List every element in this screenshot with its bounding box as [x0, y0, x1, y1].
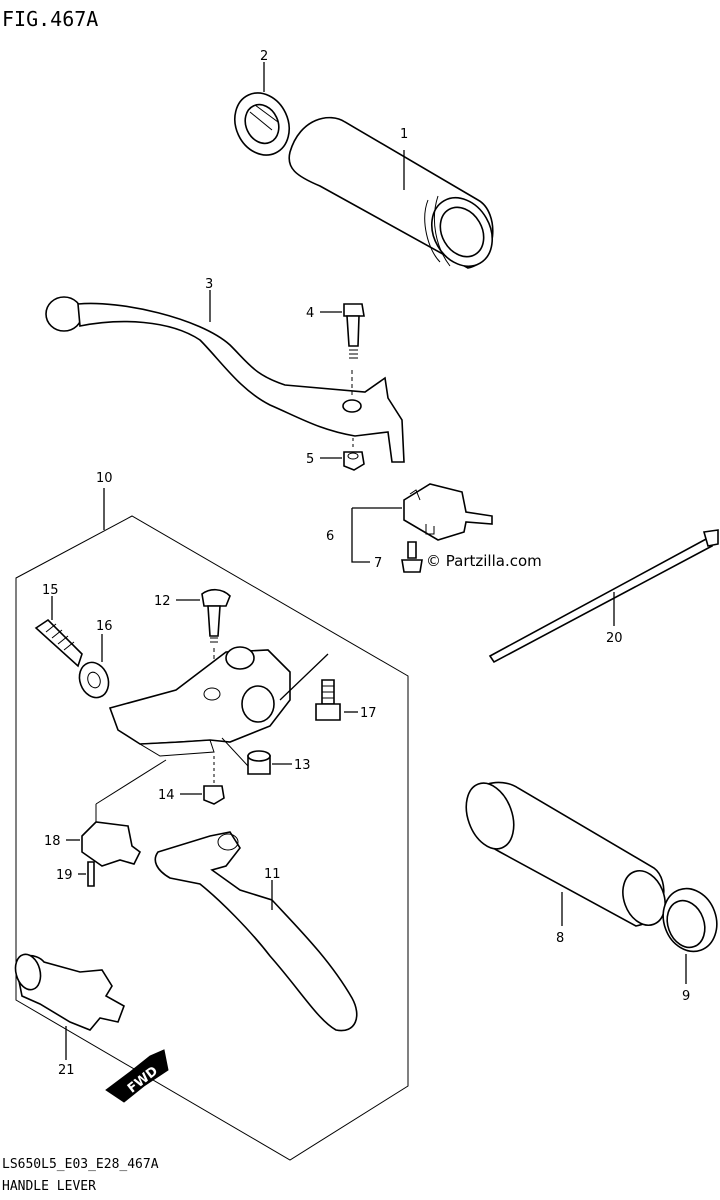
model-code: LS650L5_E03_E28_467A	[2, 1157, 159, 1172]
part-19-screw[interactable]	[87, 861, 95, 887]
callout-17: 17	[360, 706, 377, 721]
callout-19: 19	[56, 868, 73, 883]
callout-3: 3	[205, 277, 213, 292]
part-16-washer[interactable]	[75, 658, 114, 701]
part-12-pivot-bolt[interactable]	[201, 588, 231, 690]
callout-4: 4	[306, 306, 314, 321]
callout-16: 16	[96, 619, 113, 634]
part-11-clutch-lever[interactable]	[154, 831, 358, 1032]
callout-7: 7	[374, 556, 382, 571]
part-20-cable-tie[interactable]	[488, 529, 719, 664]
callout-5: 5	[306, 452, 314, 467]
callout-6: 6	[326, 529, 334, 544]
part-1-handlebar-grip[interactable]	[288, 116, 504, 278]
part-15-adjuster-bolt[interactable]	[34, 618, 83, 668]
callout-2: 2	[260, 49, 268, 64]
callout-1: 1	[400, 127, 408, 142]
part-6-brake-switch[interactable]	[403, 483, 493, 541]
callout-10: 10	[96, 471, 113, 486]
part-9-grip-end[interactable]	[655, 881, 720, 959]
callout-9: 9	[682, 989, 690, 1004]
callout-8: 8	[556, 931, 564, 946]
callout-21: 21	[58, 1063, 75, 1078]
part-8-left-grip[interactable]	[458, 777, 673, 932]
callout-15: 15	[42, 583, 59, 598]
part-21-lever-boot[interactable]	[12, 952, 125, 1031]
part-5-nut[interactable]	[343, 438, 365, 471]
callout-11: 11	[264, 867, 281, 882]
callout-12: 12	[154, 594, 171, 609]
part-2-grip-end[interactable]	[225, 84, 299, 164]
partzilla-watermark: © Partzilla.com	[426, 552, 542, 570]
part-14-nut[interactable]	[203, 756, 225, 805]
callout-20: 20	[606, 631, 623, 646]
callout-13: 13	[294, 758, 311, 773]
part-18-clutch-switch[interactable]	[81, 759, 167, 867]
part-7-screw[interactable]	[401, 541, 423, 573]
figure-title: FIG.467A	[2, 7, 98, 31]
part-10-clutch-lever-assembly[interactable]	[15, 515, 409, 1161]
figure-caption: HANDLE LEVER	[2, 1179, 96, 1194]
part-3-brake-lever[interactable]	[45, 296, 405, 463]
callout-14: 14	[158, 788, 175, 803]
clutch-lever-holder[interactable]	[108, 646, 291, 757]
part-13-bush[interactable]	[221, 737, 271, 775]
part-4-pivot-bolt[interactable]	[343, 303, 365, 398]
callout-18: 18	[44, 834, 61, 849]
part-17-screw[interactable]	[315, 679, 341, 721]
